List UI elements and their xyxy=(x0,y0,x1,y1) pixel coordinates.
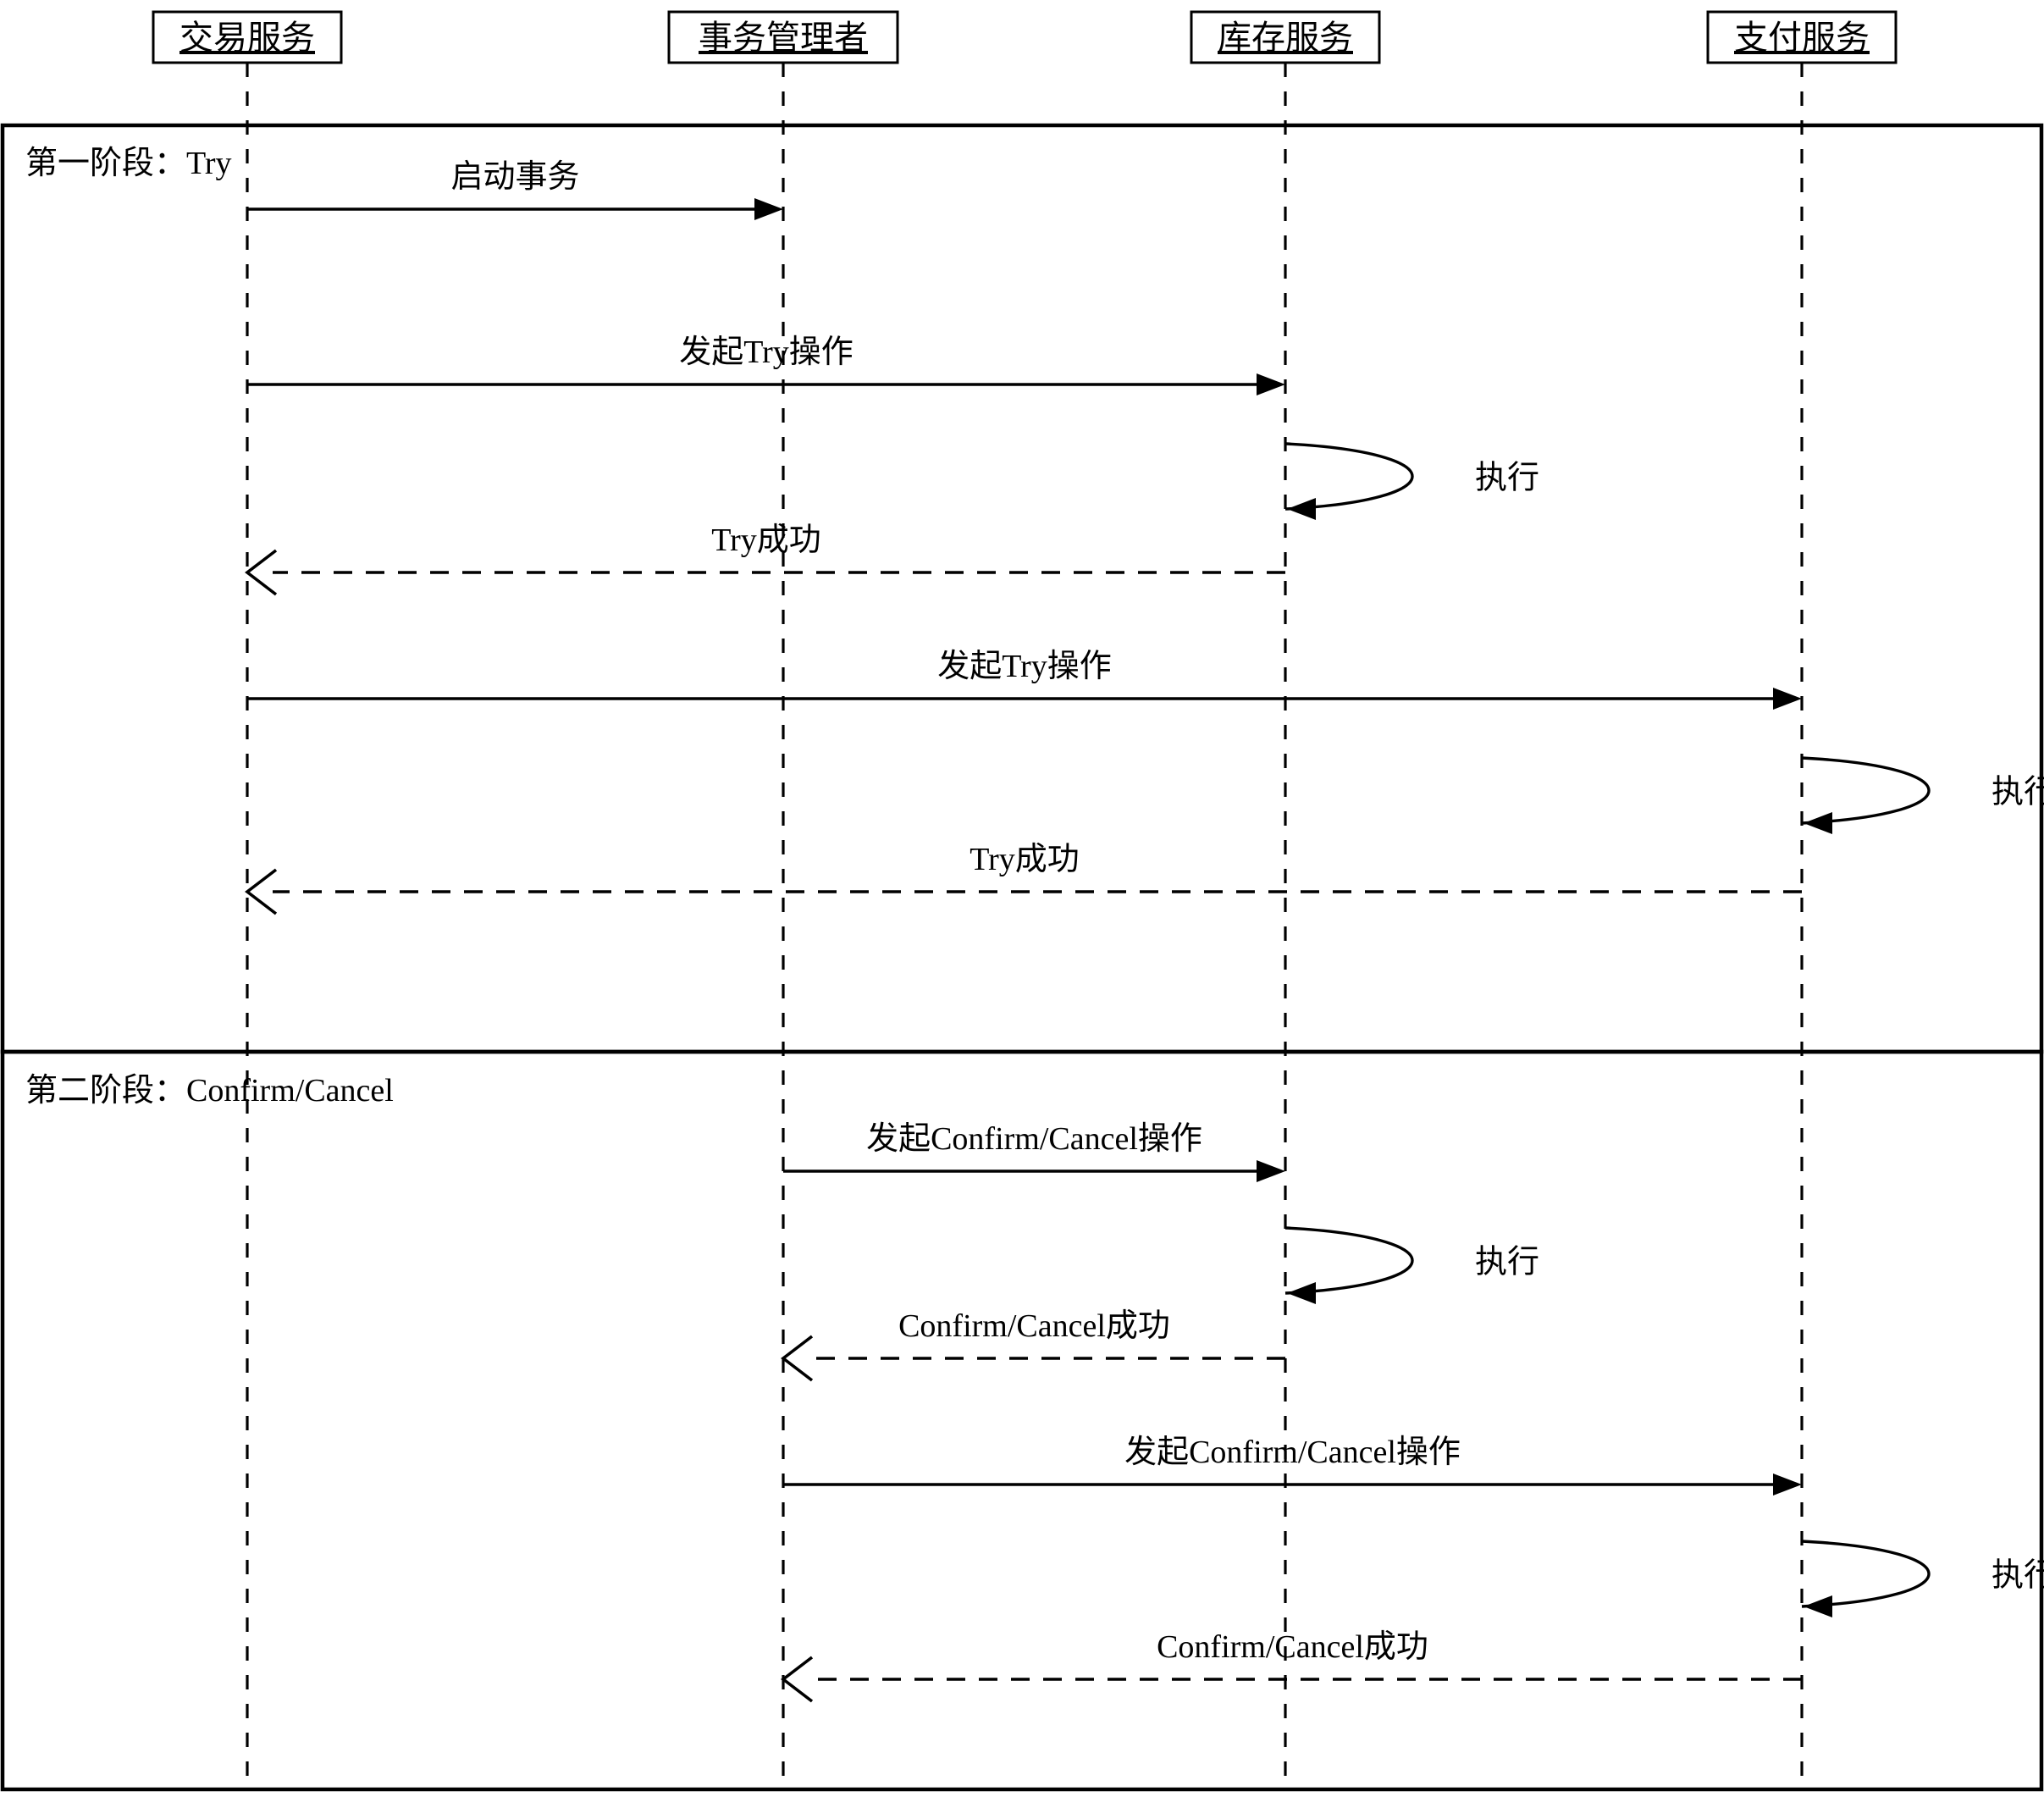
lifeline-payment[interactable]: 支付服务 xyxy=(1706,10,1898,1789)
message-m10[interactable]: Confirm/Cancel成功 xyxy=(781,1308,1285,1382)
message-m9[interactable]: 执行 xyxy=(1284,1226,1539,1304)
lifeline-label: 交易服务 xyxy=(180,19,315,57)
message-label: 发起Confirm/Cancel操作 xyxy=(866,1121,1202,1157)
message-m5[interactable]: 发起Try操作 xyxy=(247,649,1802,710)
message-m1[interactable]: 启动事务 xyxy=(247,159,783,220)
self-message-curve xyxy=(1284,442,1414,511)
lifeline-label: 支付服务 xyxy=(1734,19,1870,57)
frame-phase2: 第二阶段：Confirm/Cancel xyxy=(0,1049,2044,1792)
message-label: 发起Try操作 xyxy=(679,335,854,370)
lifeline-inventory[interactable]: 库存服务 xyxy=(1190,10,1381,1789)
frame-label: 第一阶段：Try xyxy=(25,146,232,181)
lifeline-trade[interactable]: 交易服务 xyxy=(152,10,343,1789)
message-label: 执行 xyxy=(1992,1558,2044,1594)
message-label: Confirm/Cancel成功 xyxy=(898,1308,1170,1344)
arrowhead-open xyxy=(781,1656,814,1703)
arrowhead-filled xyxy=(1773,1473,1802,1496)
frame-phase1: 第一阶段：Try xyxy=(0,123,2044,1054)
lifeline-label: 库存服务 xyxy=(1218,19,1353,57)
arrowhead-open xyxy=(245,549,278,596)
frame-border xyxy=(0,123,2044,1054)
message-m6[interactable]: 执行 xyxy=(1801,756,2044,834)
arrowhead-open xyxy=(245,868,278,915)
message-label: 执行 xyxy=(1992,775,2044,810)
arrowhead-filled xyxy=(1287,1282,1316,1304)
arrowhead-open xyxy=(781,1335,814,1382)
arrowhead-filled xyxy=(1773,688,1802,710)
arrowhead-filled xyxy=(1287,498,1316,520)
message-m2[interactable]: 发起Try操作 xyxy=(247,335,1285,395)
arrowhead-filled xyxy=(1804,812,1832,834)
message-label: 执行 xyxy=(1475,1245,1539,1280)
message-label: 启动事务 xyxy=(450,159,579,195)
message-m8[interactable]: 发起Confirm/Cancel操作 xyxy=(783,1121,1285,1182)
arrowhead-filled xyxy=(1257,373,1285,395)
messages-layer: 启动事务发起Try操作执行Try成功发起Try操作执行Try成功发起Confir… xyxy=(245,159,2044,1703)
self-message-curve xyxy=(1801,756,1931,825)
lifeline-header-box[interactable] xyxy=(152,10,343,64)
arrowhead-filled xyxy=(1804,1595,1832,1617)
message-m4[interactable]: Try成功 xyxy=(245,522,1285,596)
message-label: 执行 xyxy=(1475,461,1539,496)
self-message-curve xyxy=(1801,1540,1931,1608)
message-m12[interactable]: 执行 xyxy=(1801,1540,2044,1617)
message-label: 发起Confirm/Cancel操作 xyxy=(1124,1435,1461,1470)
lifeline-header-box[interactable] xyxy=(1190,10,1381,64)
self-message-curve xyxy=(1284,1226,1414,1295)
message-label: Try成功 xyxy=(711,522,821,558)
message-m13[interactable]: Confirm/Cancel成功 xyxy=(781,1629,1802,1703)
message-label: Confirm/Cancel成功 xyxy=(1157,1629,1428,1665)
frame-border xyxy=(0,1049,2044,1792)
frame-label: 第二阶段：Confirm/Cancel xyxy=(25,1073,394,1109)
message-m11[interactable]: 发起Confirm/Cancel操作 xyxy=(783,1435,1802,1496)
message-label: 发起Try操作 xyxy=(937,649,1112,684)
arrowhead-filled xyxy=(754,198,783,220)
message-m3[interactable]: 执行 xyxy=(1284,442,1539,520)
arrowhead-filled xyxy=(1257,1160,1285,1182)
lifeline-label: 事务管理者 xyxy=(699,19,868,57)
lifelines-layer: 交易服务 事务管理者 库存服务 支付服务 xyxy=(152,10,1898,1789)
frames-layer: 第一阶段：Try 第二阶段：Confirm/Cancel xyxy=(0,123,2044,1792)
message-m7[interactable]: Try成功 xyxy=(245,842,1802,915)
lifeline-txmgr[interactable]: 事务管理者 xyxy=(667,10,899,1789)
message-label: Try成功 xyxy=(970,842,1080,877)
